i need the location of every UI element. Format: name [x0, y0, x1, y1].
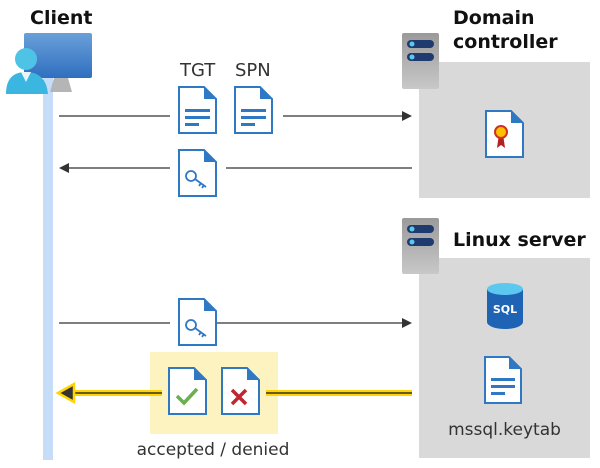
linux-server-title: Linux server — [453, 229, 586, 251]
server-icon — [402, 218, 439, 274]
denied-document-icon — [221, 367, 260, 415]
tgt-label: TGT — [180, 60, 216, 81]
arrow-ticket-to-client — [59, 163, 412, 173]
spn-document-icon — [234, 86, 273, 134]
server-icon — [402, 33, 439, 89]
arrow-tgt-spn-to-dc — [59, 111, 412, 121]
keytab-label: mssql.keytab — [448, 420, 561, 440]
arrow-ticket-to-linux — [59, 318, 412, 328]
client-title: Client — [30, 7, 93, 29]
result-label: accepted / denied — [136, 440, 290, 460]
tgt-document-icon — [178, 86, 217, 134]
svg-text:SQL: SQL — [493, 303, 517, 316]
client-lifeline — [43, 78, 53, 460]
keytab-document-icon — [484, 356, 522, 404]
ticket-key-document-icon — [178, 298, 217, 346]
ticket-key-document-icon — [178, 149, 217, 197]
sql-database-icon: SQL — [487, 283, 523, 329]
spn-label: SPN — [235, 60, 271, 81]
domain-controller-title: Domain controller — [453, 7, 558, 53]
accepted-document-icon — [168, 367, 207, 415]
certificate-document-icon — [485, 110, 524, 158]
client-computer-user-icon — [6, 33, 92, 94]
